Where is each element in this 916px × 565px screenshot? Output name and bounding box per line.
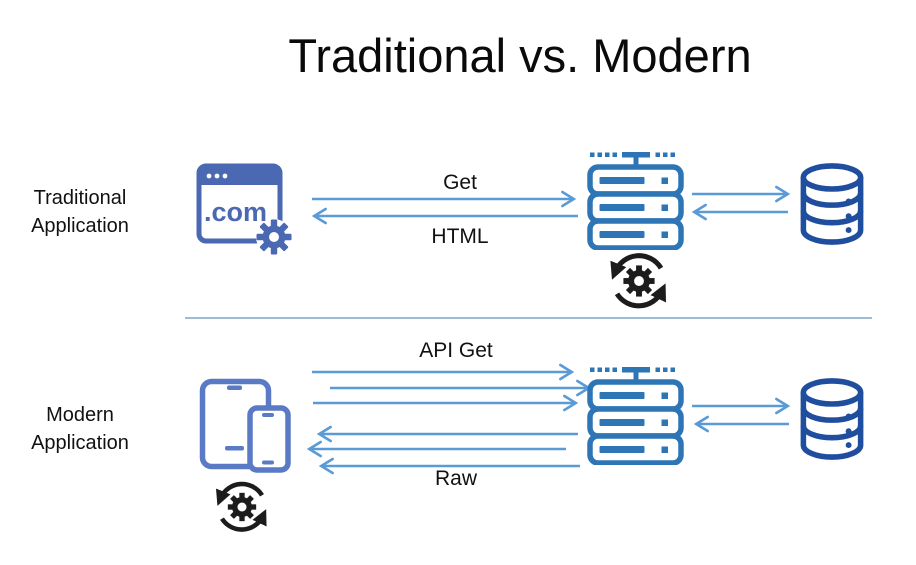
sync-gear-icon-traditional xyxy=(610,253,666,309)
get-arrow-label: Get xyxy=(443,171,477,194)
raw-arrow-label: Raw xyxy=(434,467,478,490)
modern-application-label: Modern Application xyxy=(0,401,160,457)
phone-icon xyxy=(247,405,291,473)
mobile-devices-icon xyxy=(199,378,291,473)
server-icon-modern xyxy=(587,367,684,465)
diagram-title: Traditional vs. Modern xyxy=(288,29,752,82)
api-get-arrow-label: API Get xyxy=(419,339,493,362)
browser-domain-text: .com xyxy=(204,197,267,227)
database-icon-modern xyxy=(800,378,864,460)
modern-label-line2: Application xyxy=(31,432,129,454)
database-icon-traditional xyxy=(800,163,864,245)
browser-gear-icon xyxy=(256,219,292,255)
modern-label-line1: Modern xyxy=(46,404,114,426)
traditional-label-line1: Traditional xyxy=(33,187,127,209)
browser-icon: .com xyxy=(196,163,292,255)
traditional-application-label: Traditional Application xyxy=(0,184,160,240)
sync-gear-icon-modern xyxy=(216,481,267,532)
browser-titlebar xyxy=(199,166,280,185)
html-arrow-label: HTML xyxy=(431,225,489,248)
traditional-label-line2: Application xyxy=(31,215,129,237)
server-icon-traditional xyxy=(587,152,684,250)
